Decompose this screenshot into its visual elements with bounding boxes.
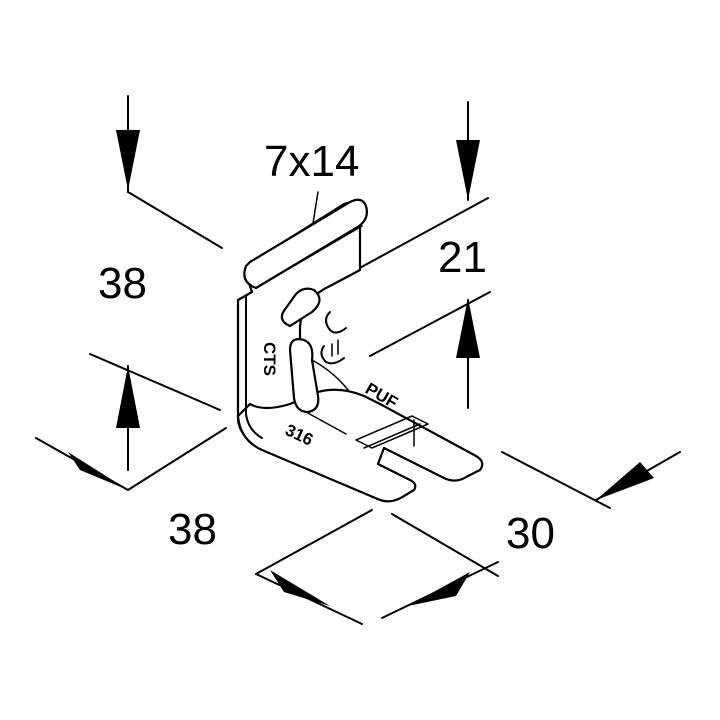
arrow-head xyxy=(116,130,140,190)
arrow-head xyxy=(456,140,480,200)
arrow-head xyxy=(116,366,140,428)
dimension-arrows xyxy=(68,130,654,606)
dim-width-right: 30 xyxy=(506,509,555,558)
arrow-head xyxy=(456,298,480,358)
arrow-head xyxy=(596,462,654,500)
maker-stamp: CTS xyxy=(260,342,279,376)
dim-depth-left: 38 xyxy=(168,505,217,554)
dim-height-right: 21 xyxy=(438,233,487,282)
arrow-head xyxy=(68,452,128,490)
slot-hole xyxy=(280,287,321,328)
angle-bracket-part xyxy=(236,198,484,503)
arrow-head xyxy=(270,570,330,606)
dim-slot: 7x14 xyxy=(264,137,359,186)
arrow-head xyxy=(408,572,470,606)
dim-height-left: 38 xyxy=(98,259,147,308)
